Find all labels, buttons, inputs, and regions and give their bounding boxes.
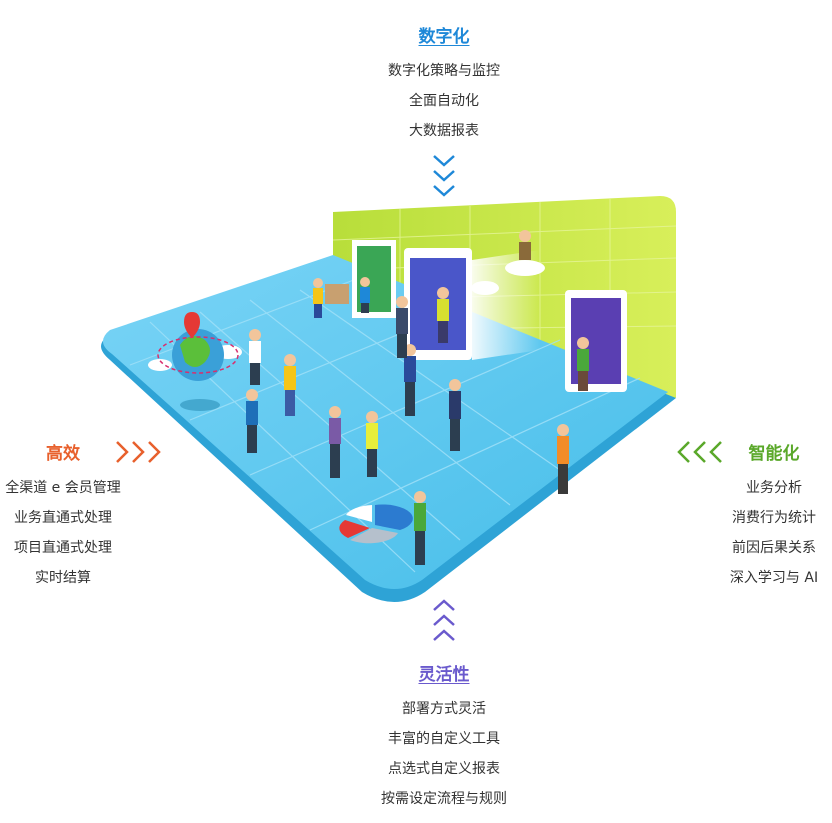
list-item: 深入学习与 AI xyxy=(729,570,819,586)
person-figure xyxy=(414,491,426,565)
list-item: 业务直通式处理 xyxy=(14,510,112,526)
person-figure xyxy=(437,287,449,343)
cart-boxes xyxy=(325,284,349,304)
list-item: 按需设定流程与规则 xyxy=(381,791,507,807)
list-item: 部署方式灵活 xyxy=(402,701,486,717)
list-item: 项目直通式处理 xyxy=(14,540,112,556)
person-figure xyxy=(519,230,531,260)
top-feature-block: 数字化 数字化策略与监控 全面自动化 大数据报表 xyxy=(330,22,558,146)
chevron-right-icon xyxy=(116,441,161,463)
list-item: 数字化策略与监控 xyxy=(388,63,500,79)
list-item: 前因后果关系 xyxy=(732,540,816,556)
person-figure xyxy=(284,354,296,416)
person-figure xyxy=(249,329,261,385)
right-feature-block: 智能化 业务分析 消费行为统计 前因后果关系 深入学习与 AI xyxy=(716,439,832,593)
list-item: 消费行为统计 xyxy=(732,510,816,526)
people xyxy=(246,230,589,565)
person-figure xyxy=(396,296,408,358)
top-feature-list: 数字化策略与监控 全面自动化 大数据报表 xyxy=(330,56,558,146)
person-figure xyxy=(577,337,589,391)
person-figure xyxy=(449,379,461,451)
left-feature-block: 高效 全渠道 e 会员管理 业务直通式处理 项目直通式处理 实时结算 xyxy=(0,439,126,593)
person-figure xyxy=(557,424,569,494)
pie-chart-icon xyxy=(339,504,413,544)
bottom-feature-list: 部署方式灵活 丰富的自定义工具 点选式自定义报表 按需设定流程与规则 xyxy=(330,694,558,814)
list-item: 业务分析 xyxy=(746,480,802,496)
chevron-left-icon xyxy=(677,441,722,463)
person-figure xyxy=(329,406,341,478)
list-item: 实时结算 xyxy=(35,570,91,586)
right-feature-list: 业务分析 消费行为统计 前因后果关系 深入学习与 AI xyxy=(716,473,832,593)
person-figure xyxy=(366,411,378,477)
list-item: 全渠道 e 会员管理 xyxy=(5,480,121,496)
list-item: 大数据报表 xyxy=(409,123,479,139)
right-title: 智能化 xyxy=(748,444,800,464)
bottom-title: 灵活性 xyxy=(418,665,470,685)
list-item: 丰富的自定义工具 xyxy=(388,731,500,747)
chevron-down-icon xyxy=(433,155,455,197)
person-figure xyxy=(360,277,370,313)
list-item: 全面自动化 xyxy=(409,93,479,109)
left-feature-list: 全渠道 e 会员管理 业务直通式处理 项目直通式处理 实时结算 xyxy=(0,473,126,593)
person-figure xyxy=(313,278,323,318)
top-title: 数字化 xyxy=(418,27,470,47)
globe-icon xyxy=(157,312,239,411)
list-item: 点选式自定义报表 xyxy=(388,761,500,777)
bottom-feature-block: 灵活性 部署方式灵活 丰富的自定义工具 点选式自定义报表 按需设定流程与规则 xyxy=(330,660,558,814)
left-title: 高效 xyxy=(46,444,80,464)
chevron-up-icon xyxy=(433,599,455,641)
person-figure xyxy=(246,389,258,453)
